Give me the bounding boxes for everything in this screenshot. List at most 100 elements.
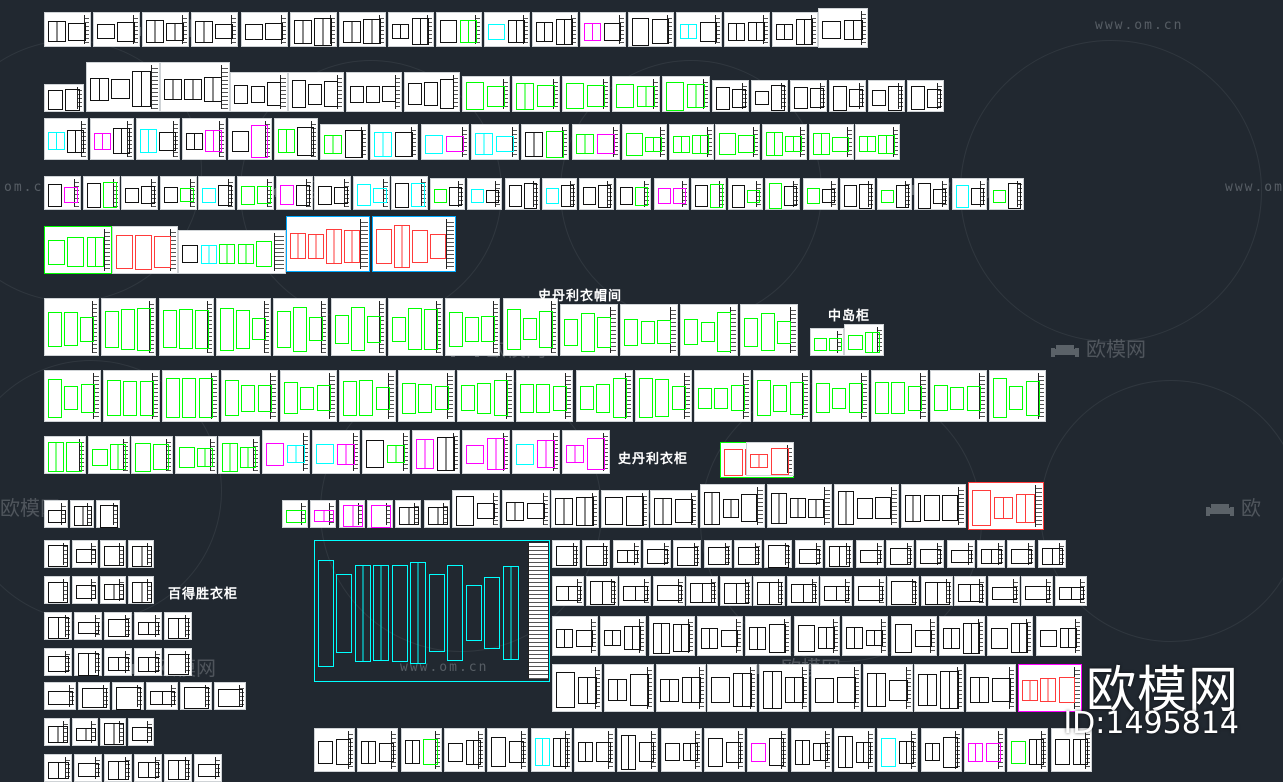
drawing-sheet[interactable] <box>74 648 102 676</box>
drawing-sheet[interactable] <box>162 370 219 422</box>
drawing-sheet[interactable] <box>314 728 355 772</box>
drawing-sheet[interactable] <box>601 490 649 528</box>
drawing-sheet[interactable] <box>930 370 987 422</box>
drawing-sheet[interactable] <box>457 370 514 422</box>
drawing-sheet[interactable] <box>1051 728 1092 772</box>
drawing-sheet[interactable] <box>93 12 140 47</box>
drawing-sheet[interactable] <box>562 76 610 112</box>
drawing-sheet[interactable] <box>182 118 226 160</box>
drawing-sheet[interactable] <box>44 118 88 160</box>
drawing-sheet[interactable] <box>787 576 819 606</box>
drawing-sheet[interactable] <box>1021 576 1053 606</box>
drawing-sheet[interactable] <box>273 298 328 356</box>
drawing-sheet[interactable] <box>320 124 368 160</box>
drawing-sheet[interactable] <box>947 540 975 568</box>
drawing-sheet[interactable] <box>1038 540 1066 568</box>
drawing-sheet[interactable] <box>134 754 162 782</box>
drawing-sheet[interactable] <box>916 540 944 568</box>
drawing-sheet[interactable] <box>274 118 318 160</box>
drawing-sheet[interactable] <box>914 664 964 712</box>
drawing-sheet[interactable] <box>764 540 792 568</box>
drawing-sheet[interactable] <box>877 178 912 210</box>
drawing-sheet[interactable] <box>503 298 558 356</box>
drawing-sheet[interactable] <box>574 728 615 772</box>
drawing-sheet[interactable] <box>44 718 70 746</box>
drawing-sheet[interactable] <box>988 576 1020 606</box>
drawing-sheet[interactable] <box>146 682 178 710</box>
drawing-sheet[interactable] <box>160 176 197 210</box>
drawing-sheet[interactable] <box>829 80 866 112</box>
drawing-sheet[interactable] <box>622 124 667 160</box>
drawing-sheet[interactable] <box>628 12 674 47</box>
drawing-sheet[interactable] <box>724 12 770 47</box>
drawing-sheet[interactable] <box>939 616 985 656</box>
drawing-sheet[interactable] <box>552 616 598 656</box>
drawing-sheet[interactable] <box>391 176 428 210</box>
drawing-sheet[interactable] <box>662 76 710 112</box>
drawing-sheet[interactable] <box>762 124 807 160</box>
drawing-sheet[interactable] <box>552 664 602 712</box>
drawing-sheet[interactable] <box>44 612 72 640</box>
drawing-sheet[interactable] <box>44 176 81 210</box>
drawing-sheet[interactable] <box>921 576 953 606</box>
drawing-sheet[interactable] <box>180 682 212 710</box>
drawing-sheet[interactable] <box>820 576 852 606</box>
drawing-sheet[interactable] <box>676 12 722 47</box>
drawing-sheet[interactable] <box>790 80 827 112</box>
drawing-sheet[interactable] <box>290 12 337 47</box>
drawing-sheet[interactable] <box>44 12 91 47</box>
drawing-sheet[interactable] <box>765 178 800 210</box>
drawing-sheet[interactable] <box>194 754 222 782</box>
drawing-sheet[interactable] <box>310 500 336 528</box>
drawing-sheet[interactable] <box>562 430 610 474</box>
drawing-sheet[interactable] <box>825 540 853 568</box>
drawing-sheet[interactable] <box>353 176 390 210</box>
drawing-sheet[interactable] <box>131 436 173 474</box>
drawing-sheet[interactable] <box>74 612 102 640</box>
drawing-sheet[interactable] <box>160 62 230 112</box>
drawing-sheet[interactable] <box>505 178 540 210</box>
drawing-sheet[interactable] <box>367 500 393 528</box>
drawing-sheet[interactable] <box>404 72 460 112</box>
drawing-sheet[interactable] <box>44 648 72 676</box>
drawing-sheet[interactable] <box>44 226 112 274</box>
drawing-sheet[interactable] <box>691 178 726 210</box>
drawing-sheet[interactable] <box>987 616 1033 656</box>
drawing-sheet[interactable] <box>44 500 68 528</box>
drawing-sheet[interactable] <box>745 616 791 656</box>
drawing-sheet[interactable] <box>78 682 110 710</box>
drawing-sheet[interactable] <box>430 178 465 210</box>
drawing-sheet[interactable] <box>444 728 485 772</box>
drawing-sheet[interactable] <box>887 576 919 606</box>
drawing-sheet[interactable] <box>697 616 743 656</box>
drawing-sheet[interactable] <box>286 216 370 272</box>
drawing-sheet[interactable] <box>576 370 633 422</box>
drawing-sheet[interactable] <box>580 12 626 47</box>
drawing-sheet[interactable] <box>462 76 510 112</box>
drawing-sheet[interactable] <box>653 576 685 606</box>
drawing-sheet[interactable] <box>262 430 310 474</box>
drawing-sheet[interactable] <box>964 728 1005 772</box>
drawing-sheet[interactable] <box>656 664 706 712</box>
drawing-sheet[interactable] <box>811 664 861 712</box>
drawing-sheet[interactable] <box>72 718 98 746</box>
drawing-sheet[interactable] <box>121 176 158 210</box>
drawing-sheet[interactable] <box>136 118 180 160</box>
drawing-sheet[interactable] <box>521 124 569 160</box>
drawing-sheet[interactable] <box>586 576 618 606</box>
drawing-sheet[interactable] <box>104 612 132 640</box>
drawing-sheet[interactable] <box>100 540 126 568</box>
drawing-sheet[interactable] <box>604 664 654 712</box>
drawing-sheet[interactable] <box>104 754 132 782</box>
drawing-sheet[interactable] <box>487 728 528 772</box>
drawing-sheet[interactable] <box>1018 664 1082 712</box>
drawing-sheet[interactable] <box>276 176 313 210</box>
drawing-sheet[interactable] <box>612 76 660 112</box>
drawing-sheet[interactable] <box>471 124 519 160</box>
drawing-sheet[interactable] <box>388 12 434 47</box>
drawing-sheet[interactable] <box>654 178 689 210</box>
drawing-sheet[interactable] <box>649 616 695 656</box>
drawing-sheet[interactable] <box>868 80 905 112</box>
drawing-sheet[interactable] <box>643 540 671 568</box>
drawing-sheet[interactable] <box>704 728 745 772</box>
